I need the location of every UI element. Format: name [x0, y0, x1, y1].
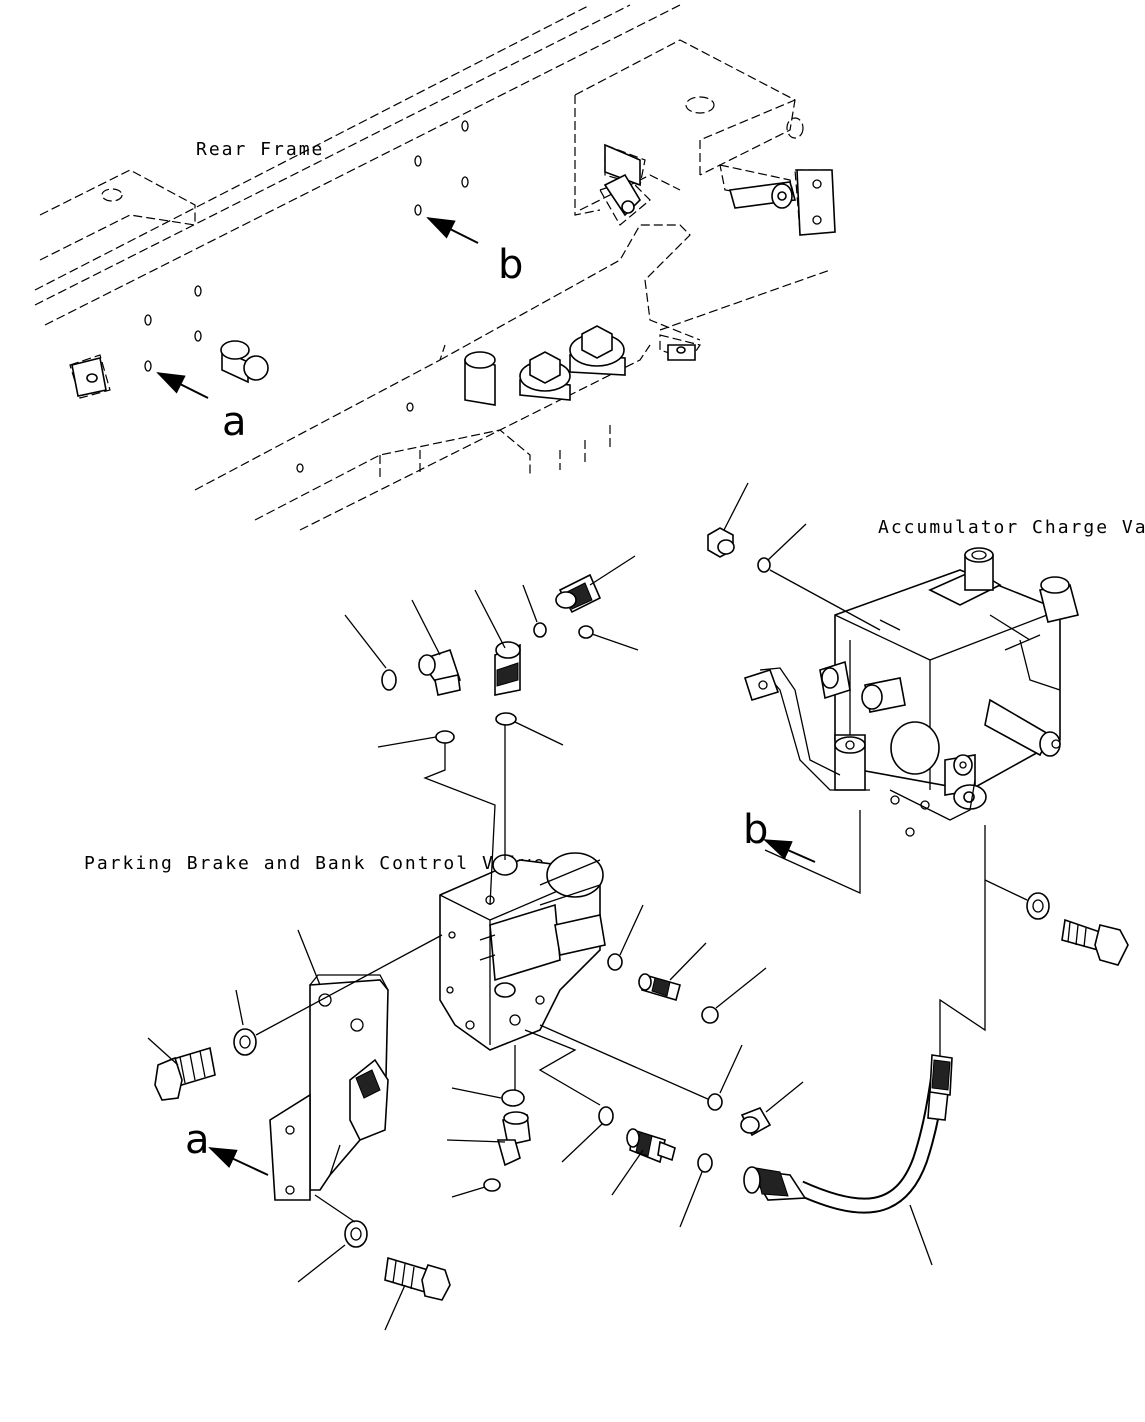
- valve-mounting-bracket: [269, 974, 389, 1201]
- o-ring-icon: [757, 523, 881, 631]
- washer-icon: [233, 934, 443, 1056]
- o-ring-icon: [607, 904, 644, 971]
- o-ring-icon: [578, 625, 639, 651]
- ref-a-bottom-label: a: [185, 1117, 210, 1163]
- elbow-fitting: [411, 599, 461, 696]
- o-ring-icon: [495, 712, 564, 746]
- swivel-fitting: [474, 589, 521, 696]
- o-ring-icon: [701, 967, 767, 1024]
- o-ring-icon: [522, 584, 547, 638]
- rear-frame: [34, 4, 836, 531]
- mounting-bracket-right: [743, 667, 870, 791]
- ref-arrow-b-top: b: [426, 217, 523, 288]
- ref-b-bottom-label: b: [743, 807, 768, 853]
- fitting-icon: [611, 1128, 676, 1196]
- parking-brake-and-bank-control-valve: [439, 852, 606, 1051]
- ref-arrow-b-bottom: b: [743, 807, 816, 863]
- plug-fitting: [740, 1081, 804, 1137]
- o-ring-icon: [344, 614, 397, 691]
- o-ring-icon: [679, 1153, 713, 1228]
- accumulator-charge-valve: [819, 547, 1079, 837]
- o-ring-icon: [707, 1044, 743, 1111]
- ref-arrow-a-bottom: a: [185, 1117, 269, 1176]
- bolt-icon: [1061, 918, 1129, 966]
- bolt-icon: [384, 1256, 451, 1331]
- washer-icon: [984, 879, 1050, 920]
- frame-holes: [144, 120, 488, 473]
- ref-arrow-a-top: a: [156, 372, 247, 445]
- o-ring-icon: [451, 1178, 501, 1198]
- o-ring-icon: [561, 1106, 614, 1163]
- routing-lines: [423, 722, 986, 1106]
- washer-icon: [297, 1194, 368, 1283]
- elbow-fitting: [446, 1111, 531, 1167]
- hose-icon: [743, 1054, 953, 1266]
- o-ring-icon: [377, 730, 455, 748]
- fitting-icon: [638, 942, 707, 1001]
- parking-brake-valve-label: Parking Brake and Bank Control Valve: [84, 853, 546, 874]
- ref-b-top-label: b: [498, 242, 523, 288]
- fitting-icon: [555, 555, 636, 614]
- o-ring-icon: [451, 1087, 525, 1107]
- bolt-icon: [147, 1037, 216, 1101]
- frame-plugs: [71, 143, 836, 406]
- rear-frame-label: Rear Frame: [196, 139, 324, 160]
- plug-fitting-top: [707, 482, 749, 558]
- accumulator-charge-valve-label: Accumulator Charge Valve: [878, 517, 1145, 538]
- ref-a-top-label: a: [222, 399, 247, 445]
